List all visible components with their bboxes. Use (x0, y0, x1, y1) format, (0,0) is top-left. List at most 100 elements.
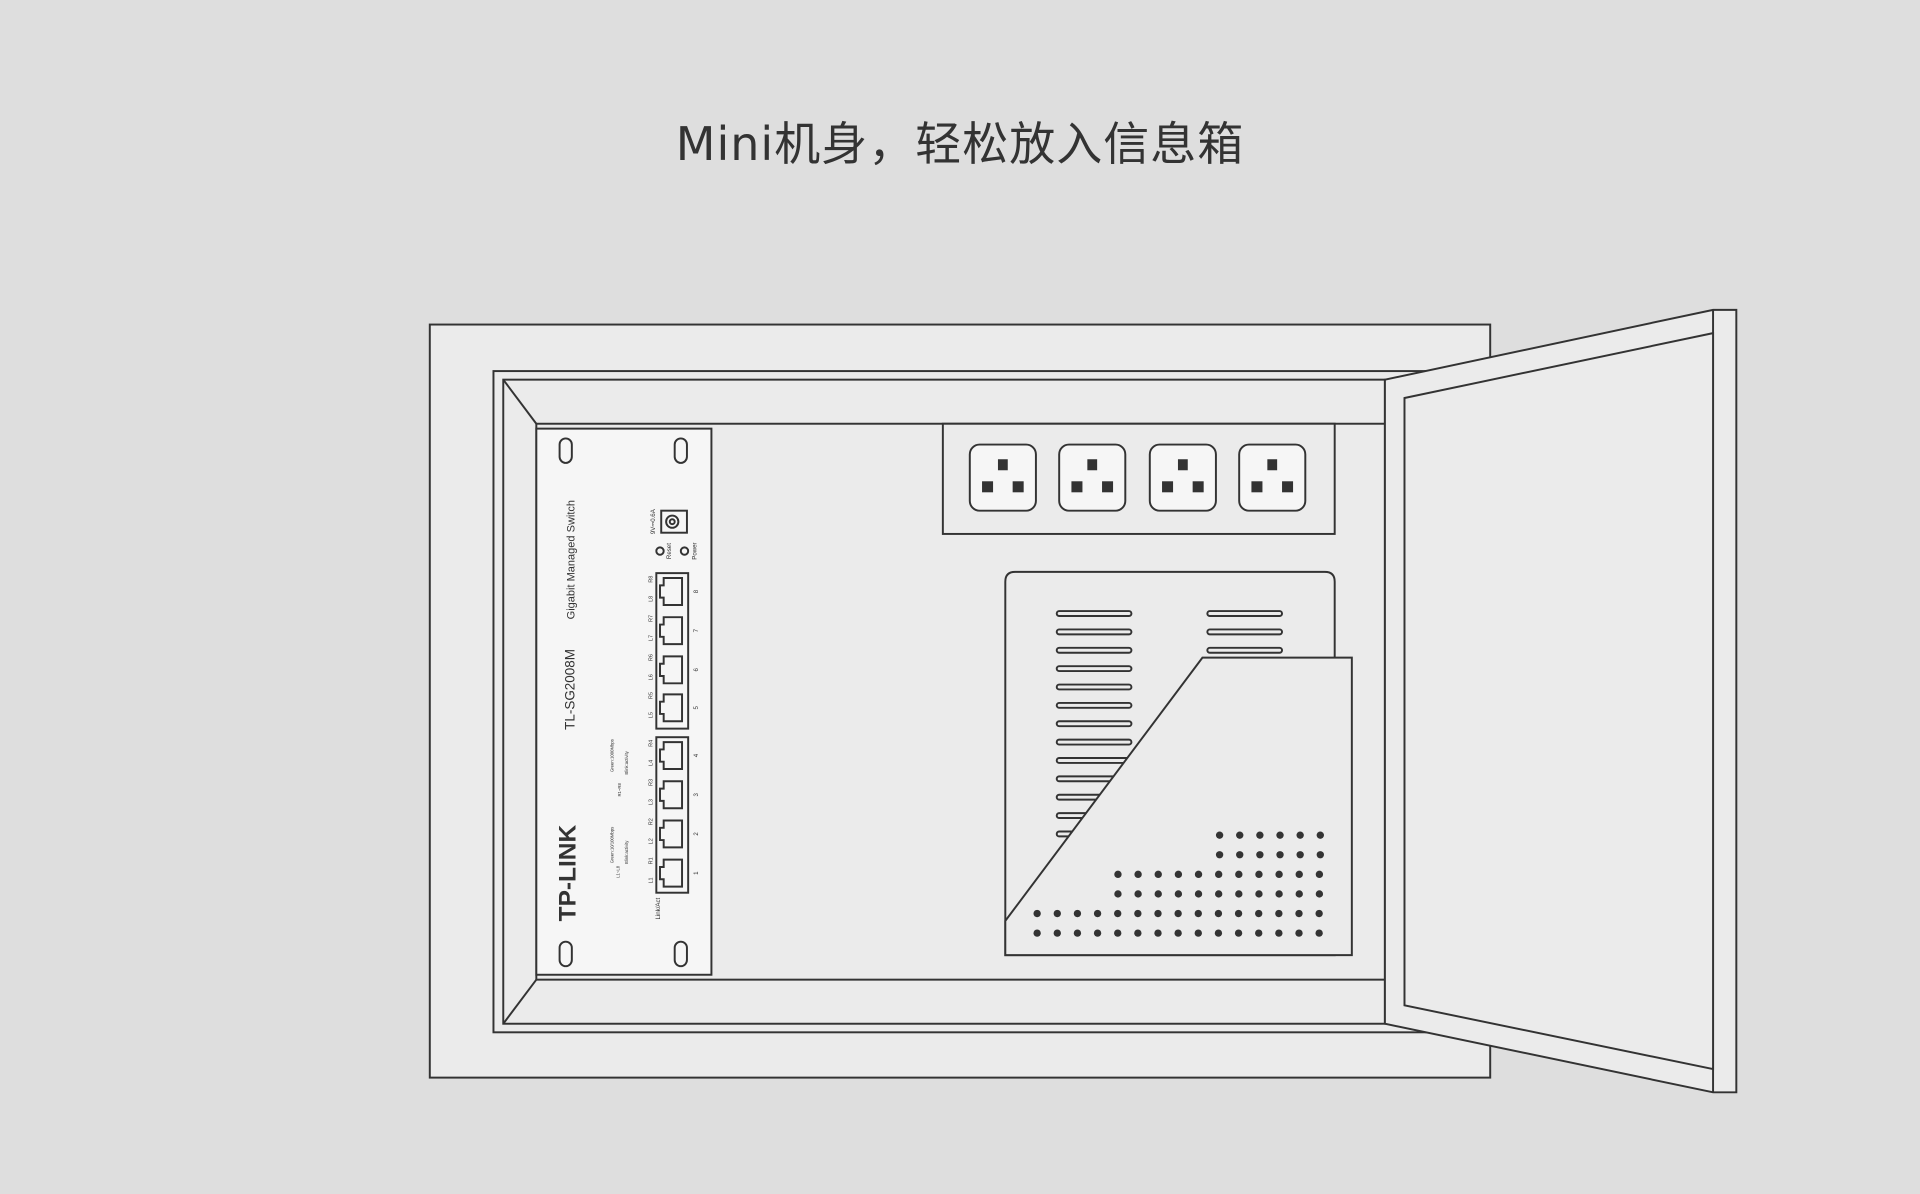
vent-hole (1316, 851, 1324, 859)
cabinet-door[interactable] (1383, 308, 1738, 1094)
vent-hole (1114, 870, 1122, 879)
ethernet-port-icon (659, 577, 684, 606)
port-led-label: R6 (649, 654, 655, 661)
port-led-label: L6 (649, 674, 655, 680)
port-led-label: R4 (649, 740, 655, 747)
vent-hole (1215, 851, 1224, 859)
port-led-label: L3 (649, 799, 655, 805)
power-outlet-icon (968, 443, 1037, 512)
power-led-icon (679, 546, 690, 556)
vent-hole (1194, 929, 1202, 937)
vent-hole (1215, 890, 1223, 898)
vent-hole (1275, 870, 1283, 879)
vent-slot (1055, 701, 1133, 709)
vent-hole (1235, 890, 1243, 898)
port-number: 5 (693, 706, 700, 710)
vent-slot (1055, 738, 1133, 746)
power-outlet-icon (1148, 443, 1217, 512)
vent-hole (1174, 890, 1183, 898)
vent-slot (1206, 646, 1284, 654)
vent-hole (1114, 909, 1122, 918)
vent-hole (1275, 929, 1283, 937)
vent-hole (1215, 870, 1223, 879)
vent-hole (1236, 831, 1244, 839)
port-number: 4 (693, 753, 700, 757)
port-led-label: R3 (649, 779, 655, 786)
vent-hole (1154, 890, 1162, 898)
mount-hole-icon (673, 940, 688, 968)
vent-hole (1134, 890, 1142, 898)
vent-slot (1206, 610, 1284, 617)
port-led-label: L4 (649, 760, 655, 766)
vent-hole (1275, 890, 1283, 898)
vent-hole (1114, 929, 1122, 937)
vent-hole (1154, 929, 1162, 937)
vent-hole (1073, 909, 1082, 918)
port-number: 8 (693, 589, 700, 593)
ethernet-port-icon (659, 858, 684, 888)
page-title: Mini机身，轻松放入信息箱 (675, 117, 1245, 171)
vent-hole (1295, 909, 1303, 918)
vent-slot (1055, 628, 1133, 636)
power-outlet-icon (1238, 443, 1307, 512)
power-outlet-icon (1058, 443, 1127, 512)
svg-text:L1~L8: L1~L8 (616, 865, 621, 878)
vent-hole (1275, 909, 1283, 918)
vent-hole (1295, 870, 1303, 879)
port-number: 2 (693, 832, 700, 836)
ethernet-port-icon (659, 655, 684, 685)
vent-hole (1154, 870, 1162, 879)
ethernet-port-icon (659, 819, 684, 849)
svg-text:Green:10/100Mbps: Green:10/100Mbps (609, 827, 614, 864)
ethernet-port-icon (659, 616, 684, 646)
port-led-label: L5 (649, 712, 655, 718)
vent-slot (1055, 665, 1133, 673)
vent-hole (1214, 929, 1223, 937)
vent-hole (1134, 909, 1142, 918)
vent-hole (1053, 909, 1061, 918)
vent-hole (1255, 909, 1263, 918)
svg-text:Blink:activity: Blink:activity (624, 750, 629, 774)
vent-hole (1194, 909, 1202, 918)
vent-hole (1256, 851, 1264, 859)
mount-hole-icon (673, 437, 688, 464)
ethernet-port-icon (659, 741, 684, 771)
vent-hole (1194, 890, 1203, 898)
vent-hole (1215, 831, 1224, 839)
svg-text:R1~R8: R1~R8 (617, 783, 622, 797)
vent-hole (1256, 831, 1264, 839)
port-number: 1 (693, 871, 700, 875)
vent-panel (1004, 570, 1353, 957)
vent-hole (1174, 909, 1182, 918)
svg-text:Blink:activity: Blink:activity (624, 840, 629, 864)
port-led-label: R5 (649, 692, 655, 699)
port-number: 3 (693, 792, 700, 796)
vent-hole (1174, 929, 1182, 937)
port-led-label: R1 (649, 857, 655, 864)
vent-hole (1093, 929, 1102, 937)
vent-hole (1315, 929, 1323, 937)
vent-hole (1053, 929, 1061, 937)
ethernet-port-icon (659, 780, 684, 810)
vent-hole (1235, 870, 1243, 879)
port-led-label: L1 (649, 877, 655, 883)
vent-hole (1154, 909, 1162, 918)
vent-hole (1315, 909, 1323, 918)
mount-hole-icon (558, 940, 573, 968)
vent-hole (1114, 890, 1122, 898)
reset-button[interactable] (655, 546, 665, 556)
description-label: Gigabit Managed Switch (565, 500, 577, 619)
vent-hole (1134, 870, 1142, 879)
vent-hole (1295, 890, 1303, 898)
mount-hole-icon (558, 437, 573, 464)
vent-hole (1315, 870, 1324, 879)
svg-text:Green:1000Mbps: Green:1000Mbps (609, 739, 614, 772)
port-number: 6 (693, 668, 700, 672)
power-strip (941, 422, 1336, 535)
vent-hole (1234, 909, 1243, 918)
vent-hole (1214, 909, 1223, 918)
vent-hole (1316, 831, 1324, 839)
port-led-label: R2 (649, 818, 655, 825)
port-led-label: L8 (649, 596, 655, 602)
brand-logo: TP-LINK (555, 825, 582, 922)
